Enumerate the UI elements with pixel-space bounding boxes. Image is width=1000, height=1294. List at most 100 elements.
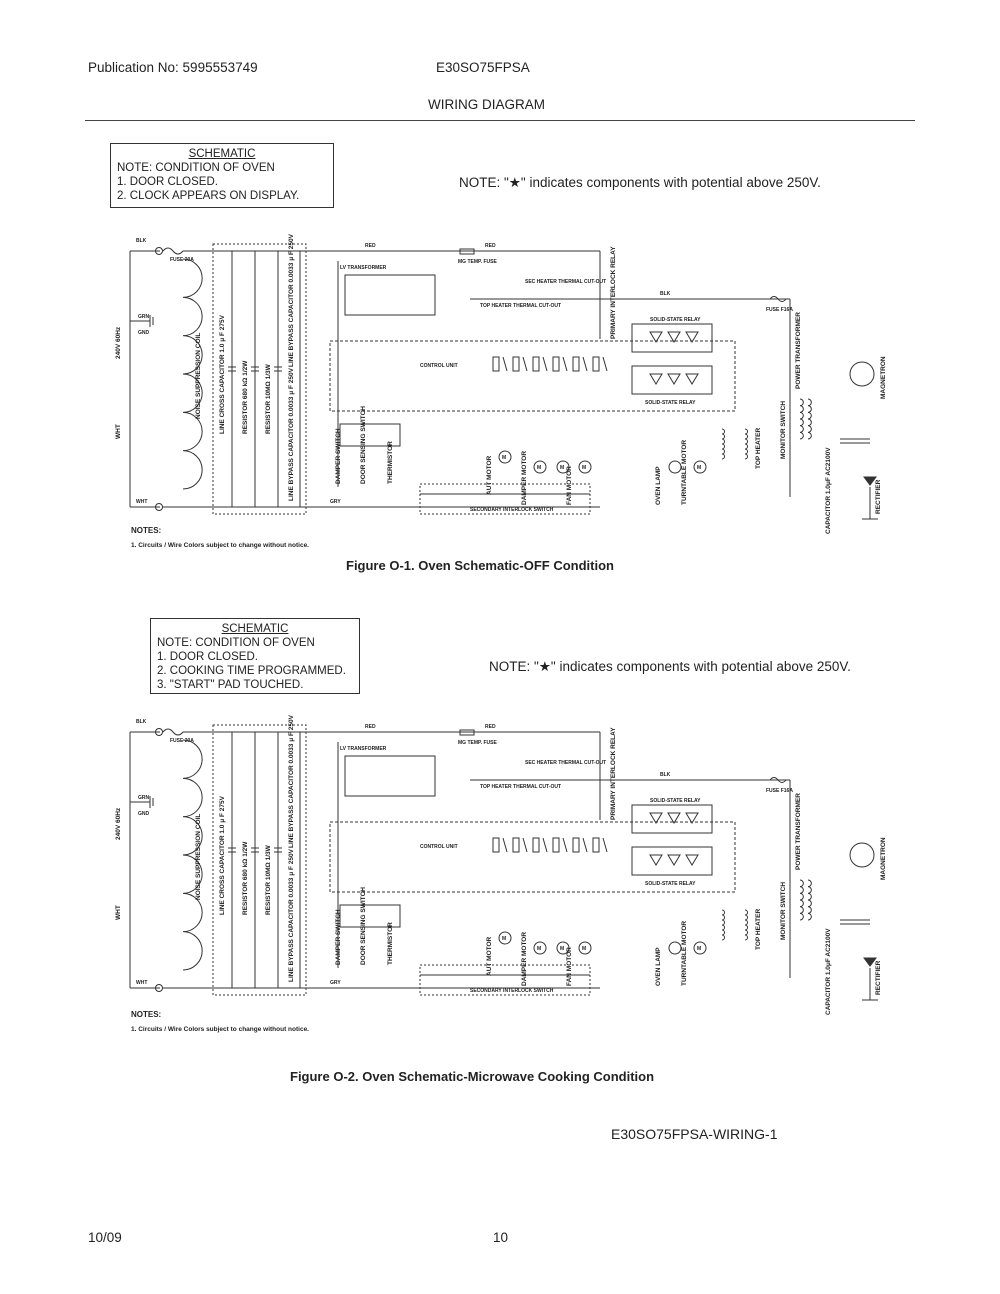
mg-temp-fuse — [459, 729, 475, 736]
solid-state-relay-top — [631, 323, 713, 353]
label-ssr-bottom: SOLID-STATE RELAY — [645, 400, 696, 406]
lv-transformer — [344, 755, 436, 797]
aut-motor-label: AUT MOTOR — [486, 936, 493, 976]
label-red-1: RED — [365, 724, 376, 730]
box-line: 3. "START" PAD TOUCHED. — [157, 679, 304, 691]
label-rectifier: RECTIFIER — [875, 960, 882, 995]
label-monitor-switch: MONITOR SWITCH — [780, 882, 787, 940]
box-line: 1. DOOR CLOSED. — [117, 176, 218, 188]
label-top-heater: TOP HEATER THERMAL CUT-OUT — [480, 303, 561, 309]
label-control-unit: CONTROL UNIT — [420, 363, 458, 369]
triac — [667, 373, 681, 385]
label-noise-coil: NOISE SUPPRESSION COIL — [195, 814, 202, 900]
relay-coil — [552, 837, 560, 853]
fan-motor — [578, 460, 592, 474]
label-thermistor: THERMISTOR — [387, 922, 394, 965]
label-resistor-10m: RESISTOR 10MΩ 1/3W — [265, 363, 272, 434]
schematic-condition-box: SCHEMATIC NOTE: CONDITION OF OVEN 1. DOO… — [150, 618, 360, 694]
label-wht-v: WHT — [115, 905, 122, 920]
filter-board — [212, 724, 307, 996]
label-noise-coil: NOISE SUPPRESSION COIL — [195, 333, 202, 419]
label-blk-right: BLK — [660, 291, 671, 297]
damper-motor-label: DAMPER MOTOR — [521, 451, 528, 505]
label-resistor-680k: RESISTOR 680 kΩ 1/2W — [242, 360, 249, 434]
label-blk: BLK — [136, 238, 147, 244]
document-id: E30SO75FPSA-WIRING-1 — [611, 1126, 778, 1142]
turntable-motor — [693, 460, 707, 474]
relay-contact — [602, 356, 608, 372]
triac — [685, 373, 699, 385]
label-line-bypass-bottom: LINE BYPASS CAPACITOR 0.0033 μ F 250V — [288, 367, 295, 501]
fan-motor-1-glyph: M — [560, 946, 564, 952]
control-unit-boundary — [329, 340, 736, 412]
figure-caption: Figure O-2. Oven Schematic-Microwave Coo… — [290, 1069, 655, 1084]
label-gry: GRY — [330, 980, 341, 986]
terminal-n — [155, 503, 163, 511]
label-control-unit: CONTROL UNIT — [420, 844, 458, 850]
relay-coil — [532, 356, 540, 372]
label-monitor-switch: MONITOR SWITCH — [780, 401, 787, 459]
relay-contact — [522, 356, 528, 372]
label-primary-interlock: PRIMARY INTERLOCK RELAY — [610, 246, 617, 339]
secondary-interlock-box — [419, 964, 591, 996]
label-door-sensing: DOOR SENSING SWITCH — [360, 406, 367, 484]
label-secondary-interlock: SECONDARY INTERLOCK SWITCH — [470, 507, 554, 513]
relay-contact — [522, 837, 528, 853]
label-wht-v: WHT — [115, 424, 122, 439]
label-rectifier: RECTIFIER — [875, 479, 882, 514]
aut-motor-glyph: M — [502, 936, 506, 942]
schematic-condition-box: SCHEMATIC NOTE: CONDITION OF OVEN 1. DOO… — [110, 143, 334, 208]
label-top-heater-element: TOP HEATER — [755, 909, 762, 950]
sec-heater-element — [721, 909, 725, 941]
oven-lamp — [668, 460, 682, 474]
label-resistor-10m: RESISTOR 10MΩ 1/3W — [265, 844, 272, 915]
solid-state-relay-top — [631, 804, 713, 834]
box-line: 2. CLOCK APPEARS ON DISPLAY. — [117, 190, 300, 202]
noise-suppression-coil — [182, 739, 203, 971]
model-number: E30SO75FPSA — [436, 60, 530, 75]
label-damper-switch: DAMPER SWITCH — [335, 428, 342, 484]
label-fuse: FUSE 20A — [170, 257, 194, 263]
filter-board — [212, 243, 307, 515]
label-magnetron: MAGNETRON — [880, 837, 887, 880]
label-lv-transformer: LV TRANSFORMER — [340, 746, 387, 752]
rectifier-diode — [863, 476, 877, 486]
mg-temp-fuse — [459, 248, 475, 255]
publication-number: Publication No: 5995553749 — [88, 60, 258, 75]
notes-line: 1. Circuits / Wire Colors subject to cha… — [131, 1026, 309, 1033]
notes-heading: NOTES: — [131, 526, 162, 535]
box-line: 2. COOKING TIME PROGRAMMED. — [157, 665, 346, 677]
relay-contact — [582, 837, 588, 853]
notes-heading: NOTES: — [131, 1010, 162, 1019]
page-title: WIRING DIAGRAM — [428, 97, 545, 112]
label-line-cross-capacitor: LINE CROSS CAPACITOR 1.0 μ F 275V — [219, 314, 226, 434]
triac — [667, 331, 681, 343]
relay-contact — [502, 837, 508, 853]
figure-caption: Figure O-1. Oven Schematic-OFF Condition — [346, 558, 614, 573]
triac — [649, 373, 663, 385]
label-oven-lamp: OVEN LAMP — [655, 947, 662, 986]
damper-motor-label: DAMPER MOTOR — [521, 932, 528, 986]
box-title: SCHEMATIC — [188, 148, 256, 160]
label-red-2: RED — [485, 243, 496, 249]
label-red-1: RED — [365, 243, 376, 249]
relay-coil — [492, 837, 500, 853]
revision-date: 10/09 — [88, 1230, 122, 1245]
label-wht: WHT — [136, 980, 147, 986]
triac — [685, 331, 699, 343]
fan-motor-label: FAN MOTOR — [566, 947, 573, 986]
triac — [667, 854, 681, 866]
triac — [649, 812, 663, 824]
relay-coil — [512, 837, 520, 853]
label-blk: BLK — [136, 719, 147, 725]
fuse-20a — [162, 247, 184, 255]
label-wht: WHT — [136, 499, 147, 505]
relay-contact — [582, 356, 588, 372]
terminal-l — [155, 728, 163, 736]
fuse-f16a — [769, 777, 787, 783]
relay-contact — [602, 837, 608, 853]
triac — [649, 331, 663, 343]
solid-state-relay-bottom — [631, 365, 713, 395]
fuse-20a — [162, 728, 184, 736]
relay-coil — [492, 356, 500, 372]
